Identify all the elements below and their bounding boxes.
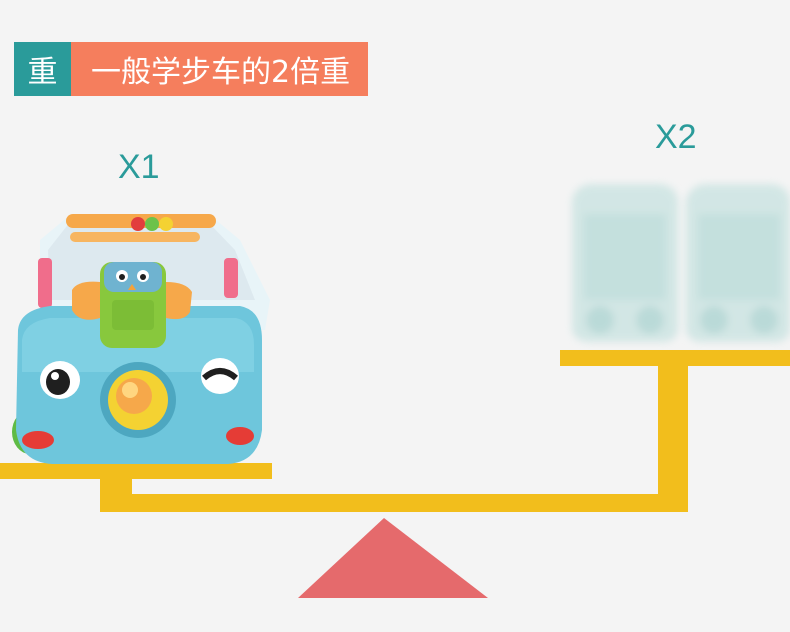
title-badge: 重 bbox=[14, 42, 71, 96]
baby-walker-toy-image bbox=[12, 214, 270, 464]
right-multiplier-label: X2 bbox=[655, 118, 697, 156]
blurred-walkers-image bbox=[572, 184, 790, 342]
fulcrum-triangle bbox=[298, 518, 488, 598]
title-banner: 重 一般学步车的2倍重 bbox=[14, 42, 369, 96]
balance-beam bbox=[0, 350, 790, 512]
title-text: 一般学步车的2倍重 bbox=[71, 42, 369, 96]
left-multiplier-label: X1 bbox=[118, 148, 160, 186]
